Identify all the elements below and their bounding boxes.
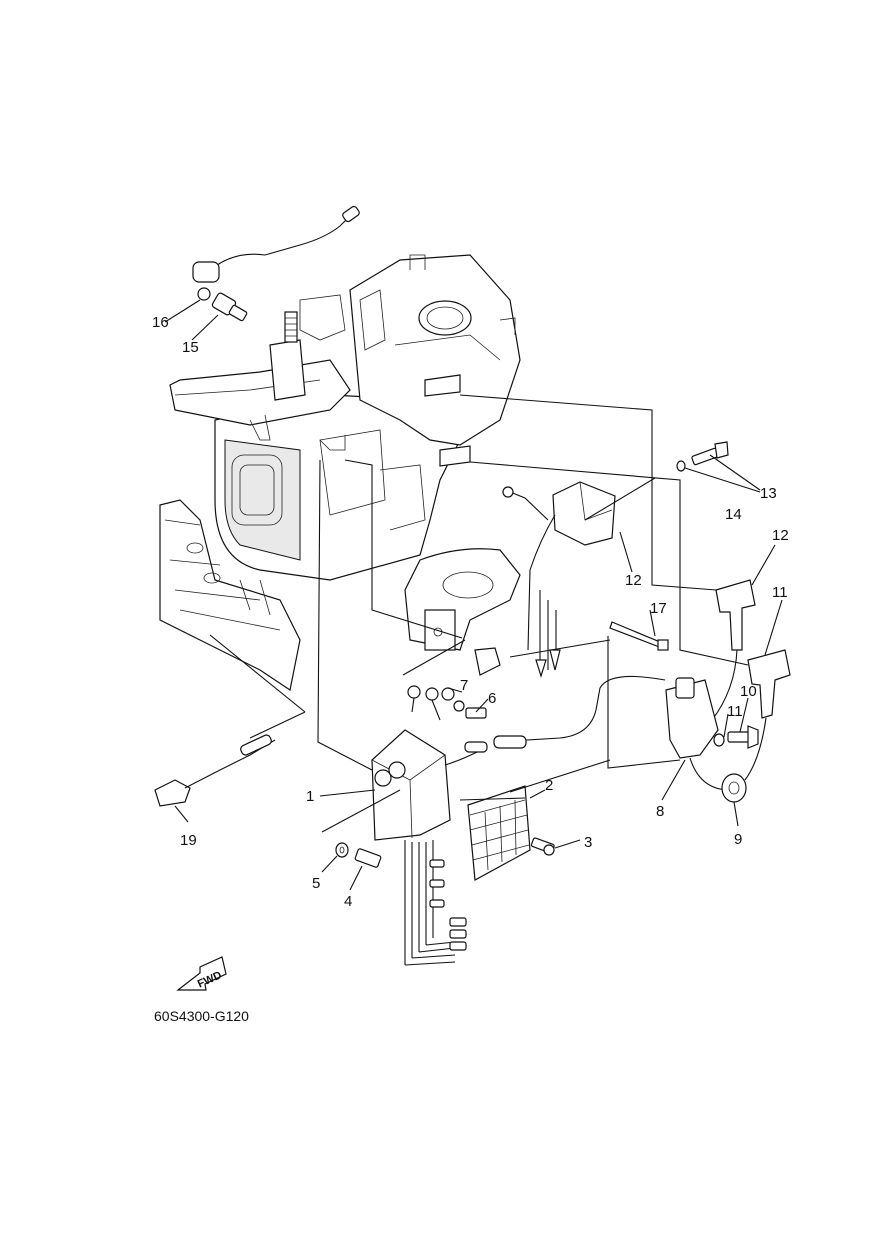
fwd-arrow: FWD — [176, 956, 227, 991]
part-14-15-bolt-washer — [676, 441, 729, 472]
callout-16: 15 — [182, 339, 199, 356]
part-12-plug-cap-lower — [744, 649, 791, 781]
callout-8: 8 — [656, 803, 664, 820]
part-6-7-terminals — [407, 685, 487, 721]
callout-6: 6 — [488, 690, 496, 707]
callout-numbers: 16 15 13 14 12 12 11 17 10 7 6 11 2 1 8 … — [152, 314, 789, 910]
callout-11: 11 — [727, 703, 743, 720]
part-pulser-coil — [404, 548, 521, 676]
part-8-ignition-coil — [493, 675, 731, 791]
engine-block-drawing — [159, 254, 521, 691]
callout-7: 7 — [460, 677, 468, 694]
part-12-plug-cap-upper — [711, 579, 756, 721]
part-13-rectifier — [502, 481, 616, 679]
callout-14: 13 — [760, 485, 777, 502]
part-4-5-bolt-washer — [335, 842, 382, 868]
part-1-cdi-unit — [371, 729, 488, 966]
part-17-sensor-lead — [192, 205, 360, 301]
callout-1: 1 — [306, 788, 314, 805]
callout-12-upper: 12 — [772, 527, 789, 544]
callout-2: 2 — [545, 777, 553, 794]
callout-15: 14 — [725, 506, 742, 523]
callout-19: 19 — [180, 832, 197, 849]
part-10-11-bolt-washer — [713, 725, 759, 749]
part-2-terminal-block — [467, 785, 531, 881]
diagram-code: 60S4300-G120 — [154, 1008, 249, 1024]
part-3-screw — [530, 837, 555, 856]
part-9-grommet — [721, 773, 747, 803]
callout-12-lower: 11 — [772, 584, 788, 601]
callout-18: 17 — [650, 600, 667, 617]
callout-17: 16 — [152, 314, 169, 331]
callout-4: 4 — [344, 893, 352, 910]
callout-5: 5 — [312, 875, 320, 892]
callout-9: 9 — [734, 831, 742, 848]
callout-3: 3 — [584, 834, 592, 851]
part-18-cable-tie — [609, 621, 669, 651]
part-16-switch — [211, 292, 248, 322]
callout-13: 12 — [625, 572, 642, 589]
callout-10: 10 — [740, 683, 757, 700]
part-19-temperature-sensor — [154, 734, 276, 807]
leader-lines — [164, 299, 783, 891]
